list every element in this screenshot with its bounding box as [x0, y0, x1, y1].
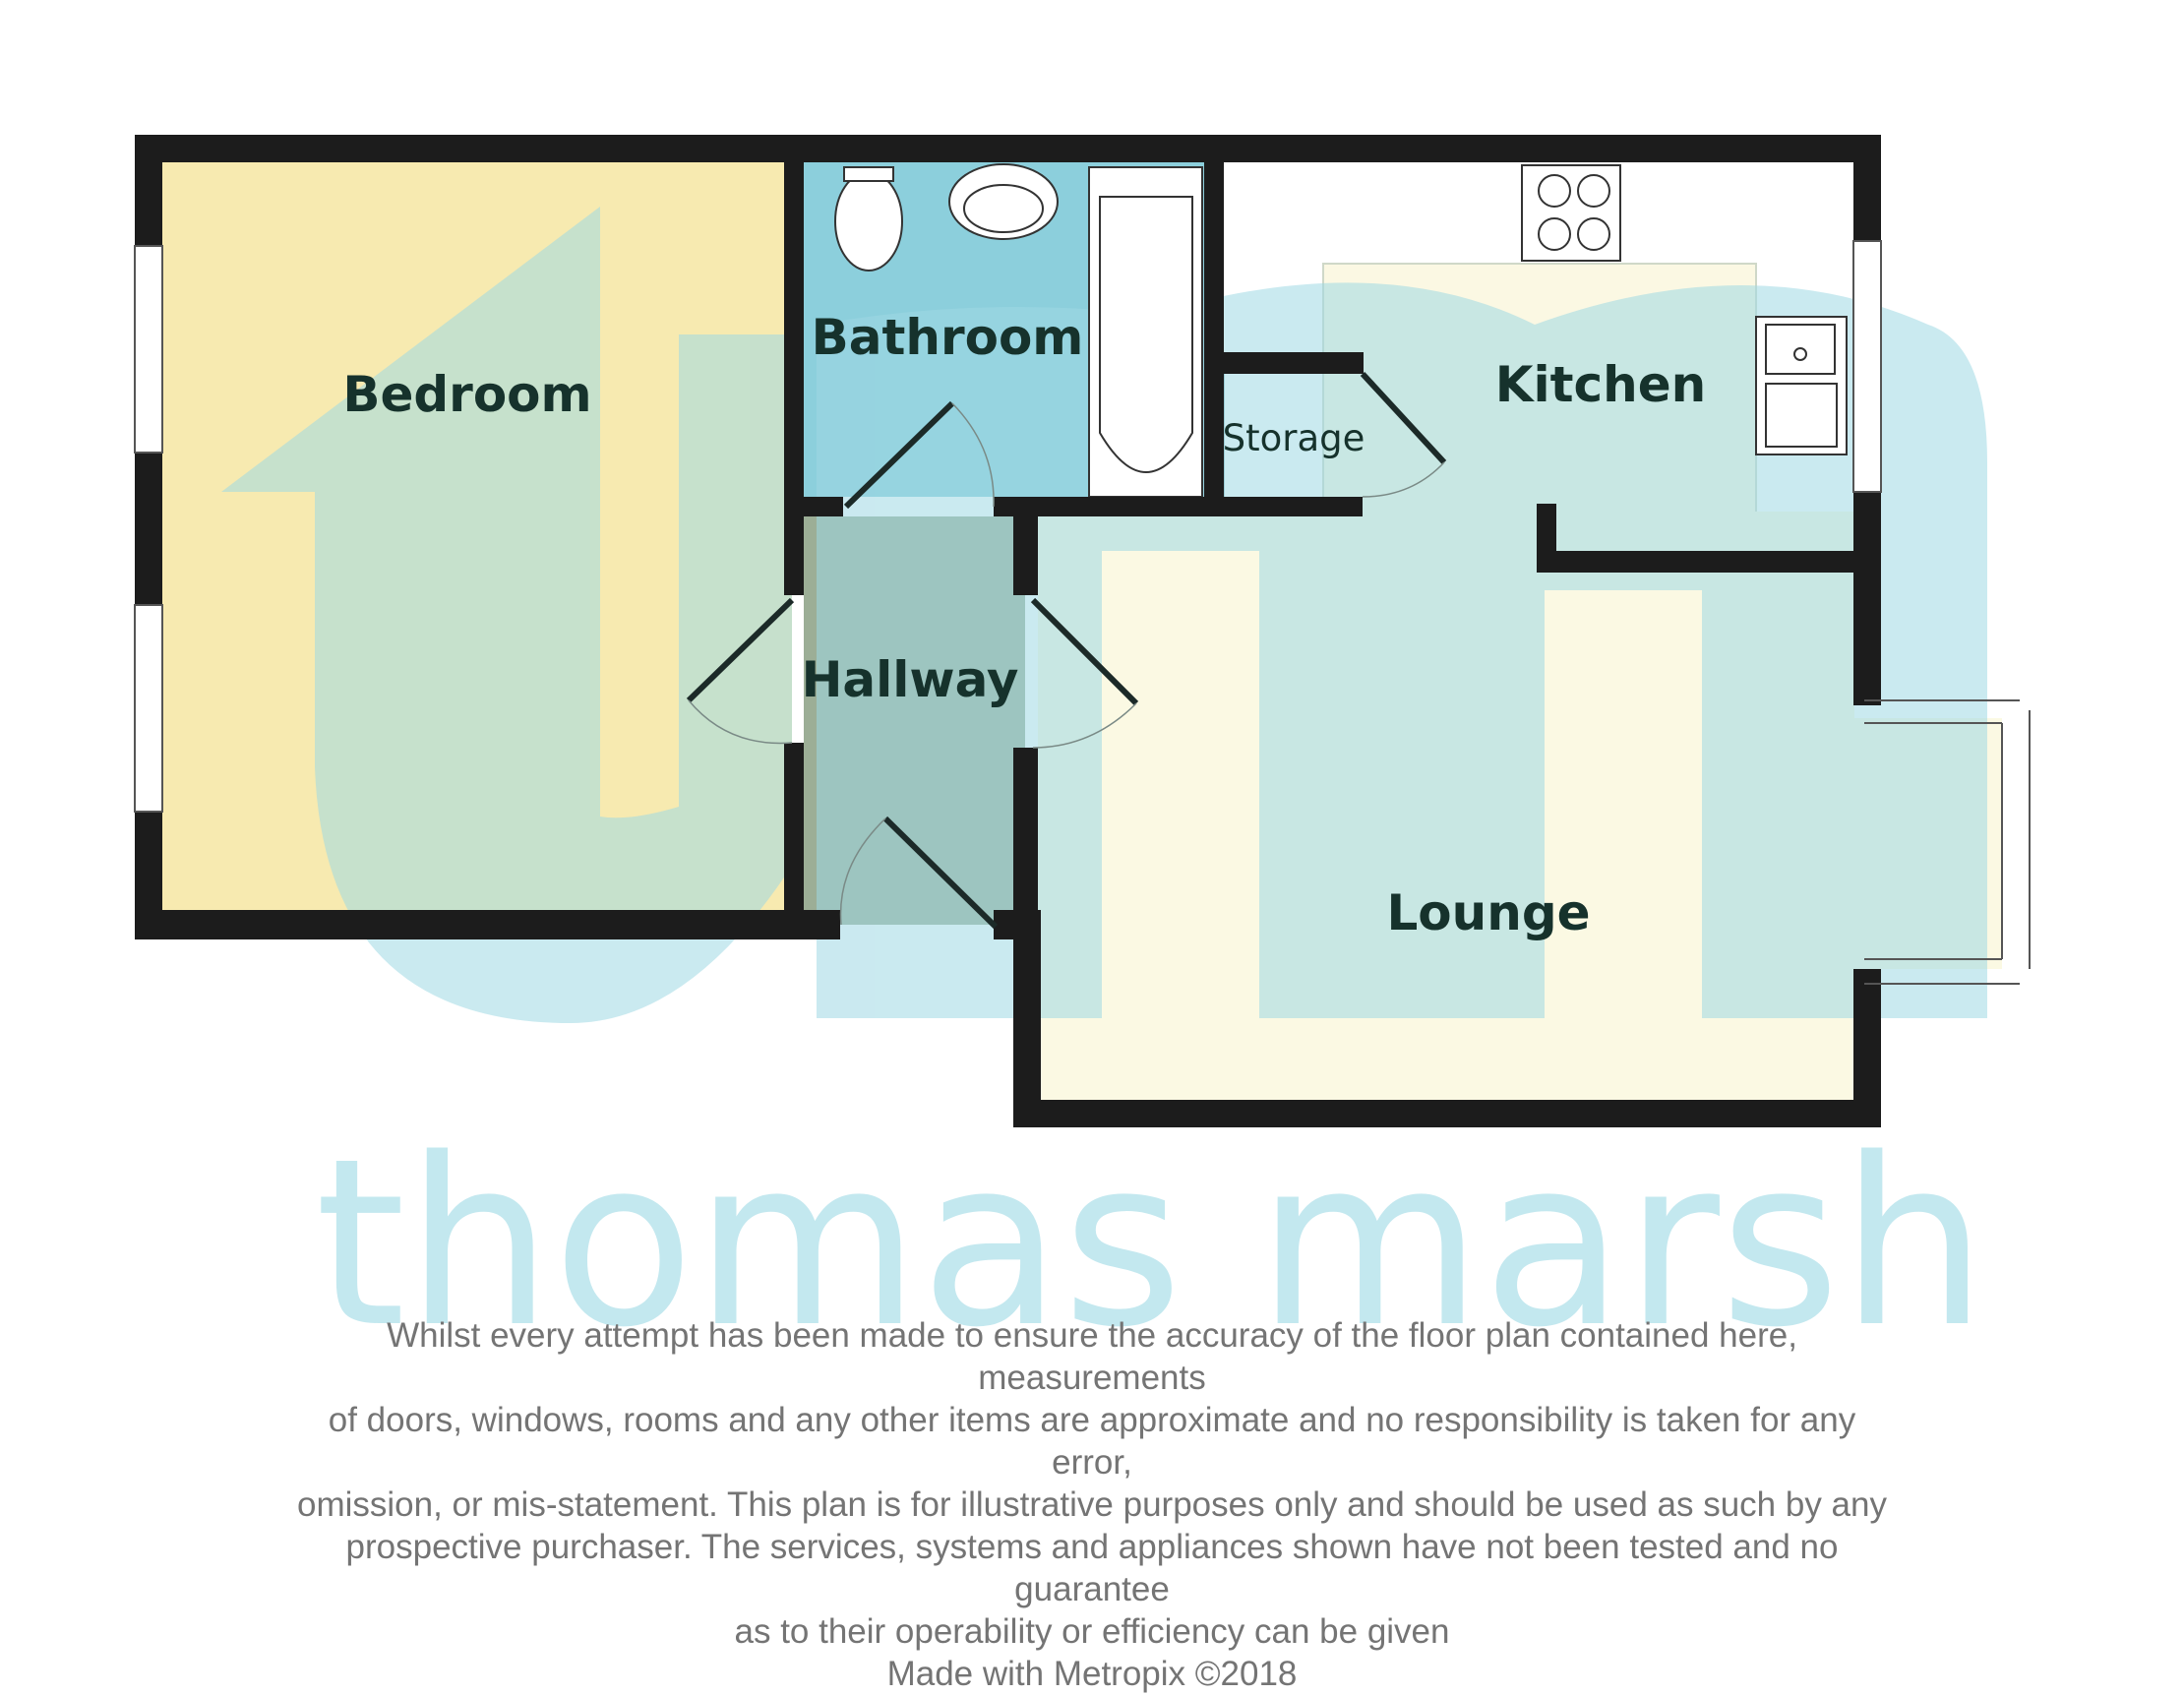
sink-drainer-icon	[1765, 383, 1838, 448]
wall-bathroom-right	[1204, 162, 1224, 497]
bedroom-window-icon	[134, 245, 163, 454]
kitchen-window-icon	[1852, 240, 1882, 493]
hob-ring-icon	[1577, 217, 1610, 251]
storage-door-icon	[1360, 371, 1447, 465]
toilet-cistern-icon	[843, 166, 894, 182]
wall-lounge-left	[1013, 910, 1041, 1126]
credit-line: Made with Metropix ©2018	[886, 1655, 1298, 1693]
disclaimer: Whilst every attempt has been made to en…	[295, 1314, 1889, 1695]
windows	[134, 240, 2031, 985]
bedroom-label: Bedroom	[342, 366, 591, 423]
door-swing-icon	[688, 699, 793, 745]
wall-right-lower	[1853, 969, 1881, 1126]
bathroom-label: Bathroom	[812, 309, 1084, 366]
door-swing-icon	[1362, 461, 1445, 498]
door-swing-icon	[1032, 702, 1137, 749]
wall-storage-top	[1220, 352, 1364, 374]
hallway-door-icon	[882, 816, 999, 930]
hob-ring-icon	[1538, 217, 1571, 251]
disclaimer-line: prospective purchaser. The services, sys…	[345, 1528, 1839, 1608]
storage-label: Storage	[1223, 417, 1365, 459]
toilet-icon	[834, 171, 903, 272]
bathroom-door-icon	[843, 400, 955, 510]
wall-bedroom-hallway	[784, 512, 804, 595]
floor-plan: Bedroom Bathroom Kitchen Storage Hallway…	[134, 135, 2031, 1378]
wall-bottom-bedroom	[135, 910, 840, 939]
wall-bedroom-hallway	[784, 743, 804, 939]
door-swing-icon	[951, 402, 995, 508]
lounge-door-icon	[1030, 597, 1139, 706]
kitchen-label: Kitchen	[1495, 356, 1707, 413]
wall-bathroom-bottom	[784, 497, 843, 516]
disclaimer-line: omission, or mis-statement. This plan is…	[297, 1485, 1887, 1524]
door-swing-icon	[839, 817, 886, 926]
logo-letter-t	[221, 207, 792, 1023]
fixtures	[834, 163, 1848, 498]
sink-drain-icon	[1793, 347, 1807, 361]
bath-tub-icon	[1099, 196, 1193, 473]
doors	[686, 371, 1447, 930]
disclaimer-line: of doors, windows, rooms and any other i…	[328, 1401, 1856, 1482]
lounge-label: Lounge	[1386, 884, 1590, 941]
bedroom-window-icon	[134, 604, 163, 813]
disclaimer-line: Whilst every attempt has been made to en…	[387, 1316, 1797, 1397]
wall-bedroom-bathroom	[784, 162, 804, 516]
hallway-label: Hallway	[802, 651, 1019, 708]
wall-hallway-right	[1013, 748, 1038, 910]
basin-bowl-icon	[963, 184, 1044, 233]
wall-bathroom-bottom	[994, 497, 1363, 516]
wall-kitchen-lounge	[1537, 551, 1881, 573]
wall-hallway-right	[1013, 516, 1038, 595]
disclaimer-line: as to their operability or efficiency ca…	[734, 1612, 1450, 1651]
hob-ring-icon	[1538, 174, 1571, 208]
wall-lounge-bottom	[1013, 1100, 1881, 1127]
bedroom-door-icon	[686, 597, 795, 703]
wall-top	[135, 135, 1881, 162]
wall-kitchen-stub	[1537, 504, 1556, 573]
brand-watermark: thomas marsh	[315, 1110, 1987, 1378]
hob-ring-icon	[1577, 174, 1610, 208]
